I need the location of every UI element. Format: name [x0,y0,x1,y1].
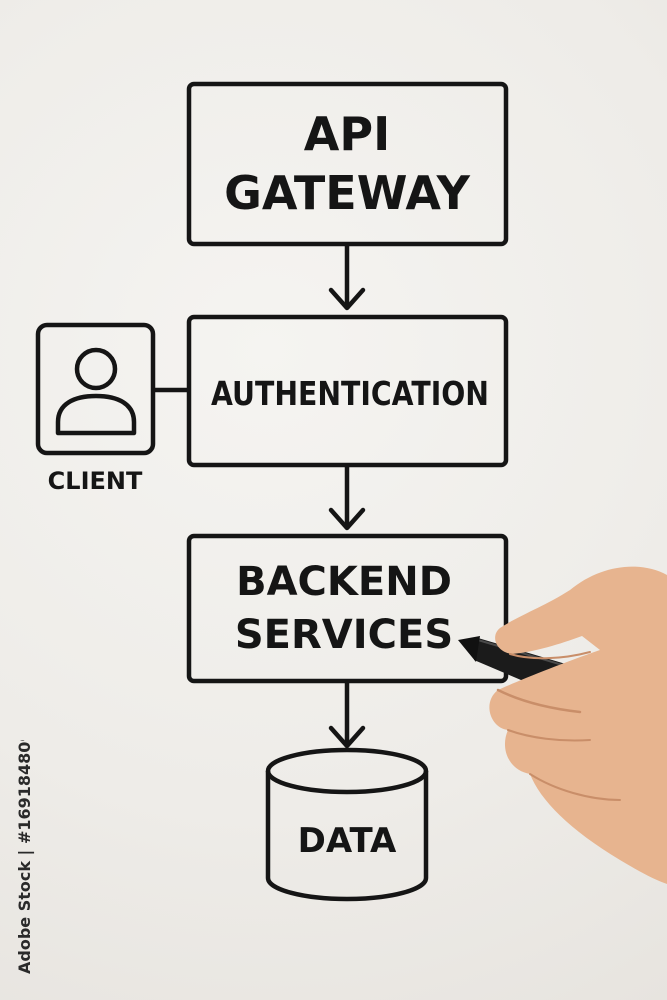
watermark-text: Adobe Stock | #1691848095 [15,740,35,974]
node-authentication: AUTHENTICATION [186,314,509,468]
client-label: CLIENT [48,467,143,495]
arrow-auth-to-backend [328,464,366,531]
hand-holding-marker [458,566,667,884]
database-cylinder-icon [265,747,429,902]
backend-services-label-line2: SERVICES [235,612,453,658]
authentication-label: AUTHENTICATION [211,374,489,413]
user-icon [55,347,137,436]
node-client: CLIENT [35,322,156,495]
data-label: DATA [298,821,397,861]
node-backend-services: BACKEND SERVICES [186,533,509,684]
arrow-backend-to-data [328,680,366,749]
node-data: DATA [265,747,429,902]
api-gateway-label-line2: GATEWAY [224,166,470,220]
arrow-gateway-to-auth [328,243,366,311]
node-api-gateway: API GATEWAY [186,81,509,247]
backend-services-label-line1: BACKEND [236,559,452,605]
stock-watermark: Adobe Stock | #1691848095 [15,740,35,974]
api-gateway-label-line1: API [304,107,390,161]
